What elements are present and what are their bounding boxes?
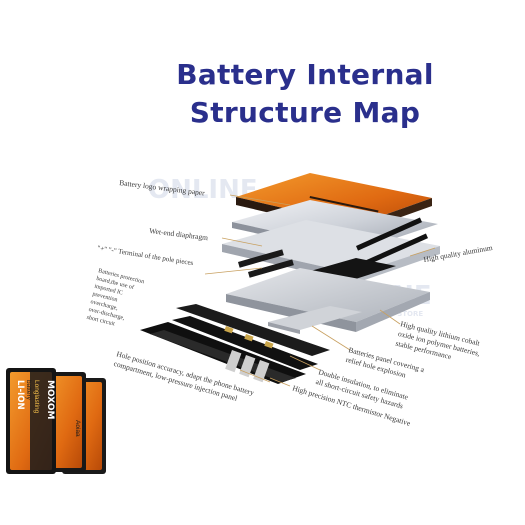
diagram-title: Battery Internal Structure Map — [130, 56, 480, 132]
title-line-2: Structure Map — [189, 96, 421, 129]
label-protection: Batteries protection board,the use of im… — [86, 268, 145, 327]
product-line-1: battery — [25, 380, 32, 401]
label-wet-end: Wet-end diaphragm — [149, 226, 209, 242]
leader-lines — [204, 194, 436, 387]
product-line-2: Longlasting — [33, 380, 40, 414]
product-model: Aoiaa — [74, 420, 81, 437]
panel-cover — [268, 306, 362, 334]
lithium-cell — [226, 268, 430, 332]
label-terminal: "+" "-" Terminal of the pole pieces — [97, 244, 195, 267]
product-brand: MOXOM — [45, 380, 55, 420]
product-type: LI-ION — [15, 380, 25, 410]
product-photo: LI-ION battery Longlasting MOXOM Aoiaa — [6, 368, 106, 474]
protection-board — [172, 304, 330, 370]
title-line-1: Battery Internal — [176, 58, 434, 91]
